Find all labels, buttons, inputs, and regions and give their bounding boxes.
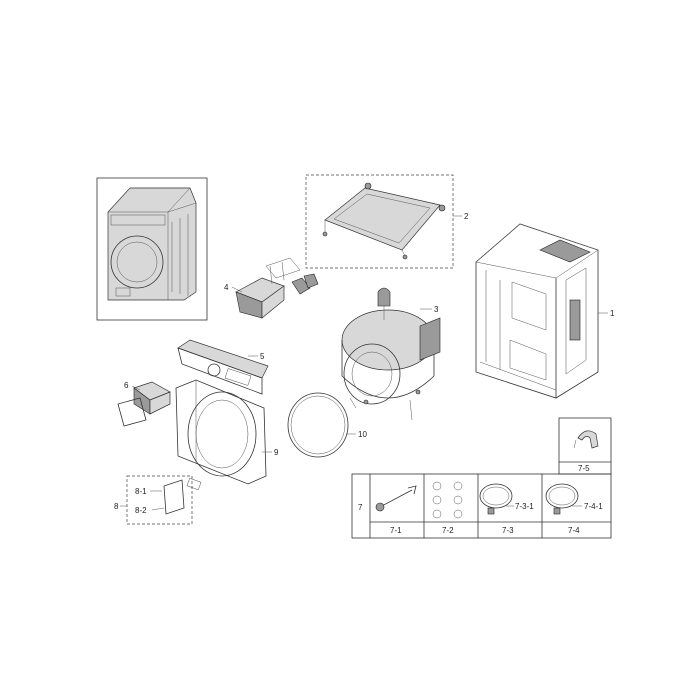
part-label-7: 7 <box>358 503 363 512</box>
part-label-8-2: 8-2 <box>135 506 147 515</box>
part-label-6: 6 <box>124 381 129 390</box>
part-6-detergent-drawer <box>117 381 171 427</box>
part-label-7-2: 7-2 <box>442 526 454 535</box>
part-label-4: 4 <box>224 283 229 292</box>
part-label-7-3: 7-3 <box>502 526 514 535</box>
part-3-tub-assembly <box>341 287 441 421</box>
part-5-control-panel <box>177 339 269 395</box>
part-label-10: 10 <box>358 430 367 439</box>
part-4-dispenser-housing <box>231 257 319 319</box>
part-7-accessories-table <box>351 473 612 539</box>
part-label-8: 8 <box>114 502 119 511</box>
part-label-7-4-1: 7-4-1 <box>584 502 603 511</box>
part-label-2: 2 <box>464 212 469 221</box>
part-2-top-cover <box>305 174 462 269</box>
part-label-1: 1 <box>610 309 615 318</box>
part-label-9: 9 <box>274 448 279 457</box>
part-9-front-panel <box>175 379 272 491</box>
part-label-7-1: 7-1 <box>390 526 402 535</box>
part-10-gasket <box>287 392 356 458</box>
part-label-3: 3 <box>434 305 439 314</box>
part-label-8-1: 8-1 <box>135 487 147 496</box>
assembled-washer-illustration <box>96 177 208 321</box>
part-label-5: 5 <box>260 352 265 361</box>
part-label-7-5: 7-5 <box>578 464 590 473</box>
part-8-filter-cover <box>120 475 193 525</box>
part-label-7-4: 7-4 <box>568 526 580 535</box>
part-label-7-3-1: 7-3-1 <box>515 502 534 511</box>
part-1-cabinet <box>475 223 608 399</box>
